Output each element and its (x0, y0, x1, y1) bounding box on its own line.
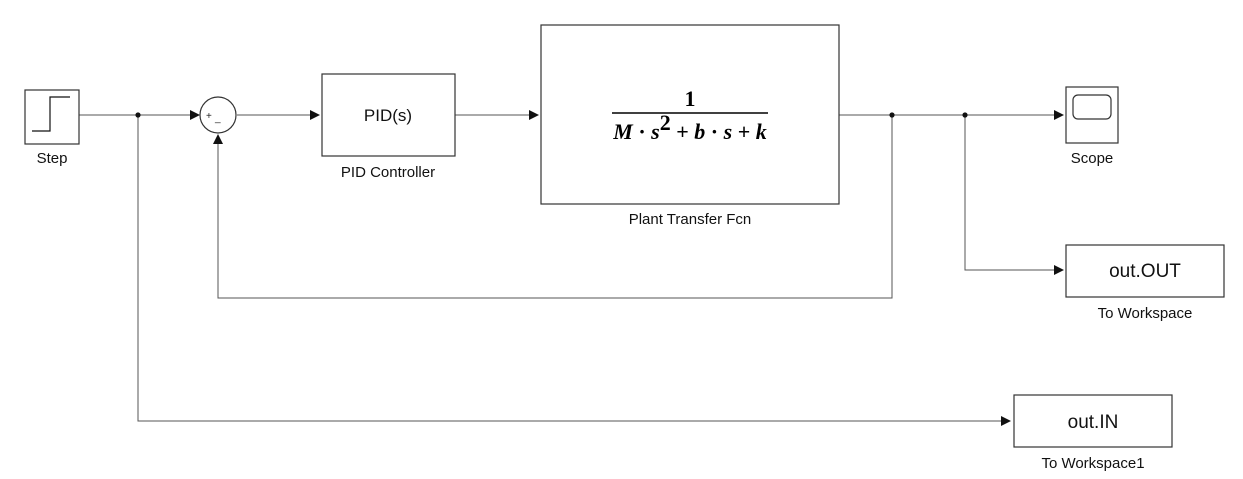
scope-block[interactable]: Scope (1065, 86, 1119, 167)
branch-point-output (962, 112, 968, 118)
step-block-body[interactable] (24, 89, 80, 145)
wire-feedback[interactable] (213, 115, 893, 299)
pid-block-label: PID Controller (341, 164, 435, 181)
to-workspace1-label: To Workspace1 (1041, 455, 1144, 472)
pid-block-body[interactable] (321, 73, 456, 157)
branch-points (135, 112, 968, 118)
plant-transfer-fcn-block[interactable]: 1 M · s2 + b · s + k Plant Transfer Fcn (540, 24, 840, 228)
plant-block-body[interactable] (540, 24, 840, 205)
plant-numerator: 1 (685, 86, 696, 111)
sum-block-body[interactable] (199, 96, 237, 134)
to-workspace-block-body[interactable] (1065, 244, 1225, 298)
plant-block-label: Plant Transfer Fcn (629, 211, 752, 228)
to-workspace-label: To Workspace (1098, 305, 1193, 322)
scope-label: Scope (1071, 150, 1114, 167)
step-label: Step (37, 150, 68, 167)
to-workspace1-block[interactable]: out.IN To Workspace1 (1013, 394, 1173, 472)
pid-block-text: PID(s) (364, 106, 412, 125)
step-icon (32, 96, 70, 132)
sum-minus-sign: _ (214, 113, 221, 124)
scope-screen-icon (1072, 94, 1112, 120)
wire-plant-to-workspace[interactable] (964, 115, 1064, 275)
to-workspace1-block-body[interactable] (1013, 394, 1173, 448)
sum-block[interactable]: + _ (199, 96, 237, 134)
branch-point-feedback (889, 112, 895, 118)
to-workspace1-text: out.IN (1068, 412, 1119, 433)
step-block[interactable]: Step (24, 89, 80, 167)
to-workspace-text: out.OUT (1109, 261, 1181, 282)
plant-denominator: M · s2 + b · s + k (612, 110, 766, 144)
branch-point-step (135, 112, 141, 118)
pid-controller-block[interactable]: PID(s) PID Controller (321, 73, 456, 181)
signal-lines (79, 110, 1064, 426)
sum-plus-sign: + (206, 111, 212, 122)
wire-step-to-workspace1[interactable] (137, 115, 1011, 426)
to-workspace-block[interactable]: out.OUT To Workspace (1065, 244, 1225, 322)
